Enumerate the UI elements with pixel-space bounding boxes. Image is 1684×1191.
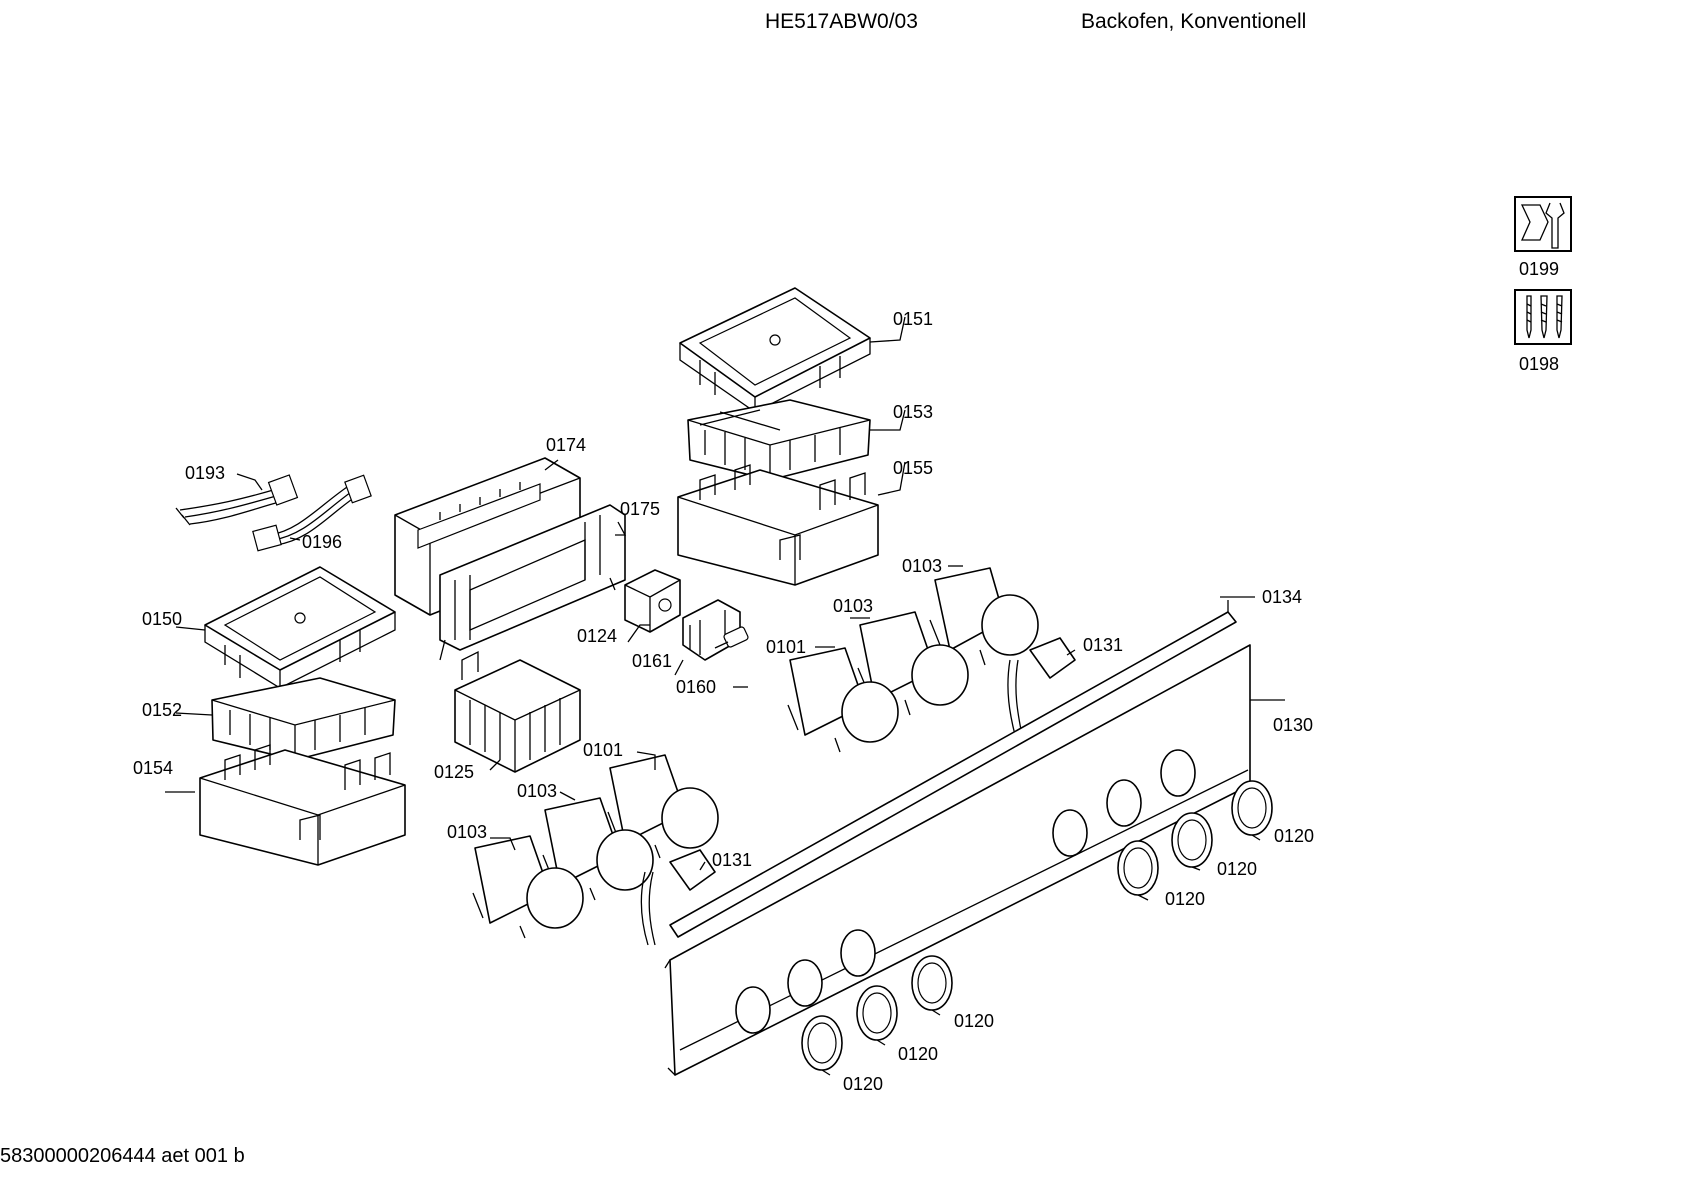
ring-0120-c [1117,840,1159,896]
terminal-block-0161 [682,599,741,661]
timer-0124 [624,569,681,633]
part-label-0130: 0130 [1273,715,1313,735]
part-label-0150: 0150 [142,609,182,629]
housing-0154 [199,744,406,866]
selector-switch-0103-lower-mid [542,797,654,901]
part-label-0103-upper: 0103 [902,556,942,576]
part-label-0120-b: 0120 [1217,859,1257,879]
selector-switch-0103-lower [472,835,584,939]
selector-switch-0103-upper [929,567,1039,666]
part-label-0193: 0193 [185,463,225,483]
part-label-0196: 0196 [302,532,342,552]
switch-assembly-0152 [211,677,396,761]
part-label-0154: 0154 [133,758,173,778]
part-label-0198: 0198 [1519,354,1559,374]
selector-switch-0103-mid [857,611,969,716]
cable-harness-0193 [175,474,299,526]
thermostat-cover-0151 [679,287,871,413]
leader-lines [165,316,1285,1076]
part-label-0120-f: 0120 [843,1074,883,1094]
ring-0120-a [1231,780,1273,836]
part-label-0174: 0174 [546,435,586,455]
switch-assembly-0153 [687,399,871,481]
switch-block-0125 [454,650,581,773]
indicator-lamp-0160 [714,626,749,649]
part-label-0103-lower-mid: 0103 [517,781,557,801]
part-label-0151: 0151 [893,309,933,329]
trim-strip-0134 [669,600,1237,938]
ring-0120-d [911,955,953,1011]
part-label-0103-mid: 0103 [833,596,873,616]
thermostat-cover-0150 [204,566,396,689]
part-label-0120-e: 0120 [898,1044,938,1064]
part-label-0120-d: 0120 [954,1011,994,1031]
part-label-0134: 0134 [1262,587,1302,607]
model-number: HE517ABW0/03 [765,10,918,33]
switch-bracket-0131-lower [640,849,716,946]
part-label-0199: 0199 [1519,259,1559,279]
document-id: 58300000206444 aet 001 b [0,1145,245,1167]
part-label-0125: 0125 [434,762,474,782]
part-label-0161: 0161 [632,651,672,671]
frame-bracket-0175 [439,504,626,661]
part-label-0101-lower: 0101 [583,740,623,760]
part-label-0101-upper: 0101 [766,637,806,657]
part-label-0120-c: 0120 [1165,889,1205,909]
part-label-0124: 0124 [577,626,617,646]
part-label-0155: 0155 [893,458,933,478]
ring-0120-f [801,1015,843,1071]
switch-bracket-0131-upper [1007,637,1076,736]
part-label-0131-upper: 0131 [1083,635,1123,655]
selector-switch-0101-upper [787,647,899,753]
cable-harness-0196 [252,474,372,552]
selector-switch-0101-lower [607,754,719,859]
part-label-0120-a: 0120 [1274,826,1314,846]
part-label-0131-lower: 0131 [712,850,752,870]
part-label-0152: 0152 [142,700,182,720]
appliance-description: Backofen, Konventionell [1081,10,1307,33]
control-panel-0130 [664,644,1251,1076]
part-label-0153: 0153 [893,402,933,422]
screws-icon[interactable] [1514,289,1572,345]
ring-0120-b [1171,812,1213,868]
part-label-0175: 0175 [620,499,660,519]
part-label-0103-lower: 0103 [447,822,487,842]
wrench-gear-icon[interactable] [1514,196,1572,252]
housing-0155 [677,464,879,586]
part-label-0160: 0160 [676,677,716,697]
ring-0120-e [856,985,898,1041]
